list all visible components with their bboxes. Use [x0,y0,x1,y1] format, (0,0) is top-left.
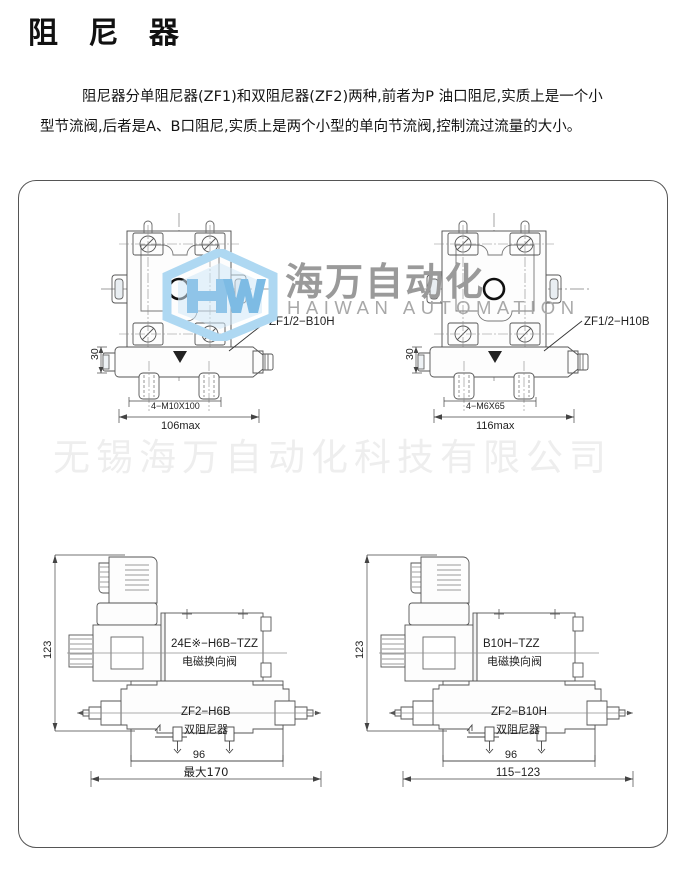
intro-line-2: 型节流阀,后者是A、B口阻尼,实质上是两个小型的单向节流阀,控制流过流量的大小。 [40,119,582,135]
dim-height-top-right: 30 [404,348,416,360]
valve-label-cn-bottom-left: 电磁换向阀 [182,654,237,668]
damper-label-bottom-right: ZF2−B10H [491,706,547,718]
part-label-top-right: ZF1/2−H10B [584,316,650,328]
damper-label-bottom-left: ZF2−H6B [181,706,231,718]
valve-label-bottom-right: B10H−TZZ [483,638,540,650]
watermark-company: 无锡海万自动化科技有限公司 [53,436,612,479]
dim-total-bottom-left: 最大170 [184,765,229,779]
dim-height-top-left: 30 [89,348,101,360]
dim-width-top-left: 106max [161,420,201,431]
intro-line-1: 阻尼器分单阻尼器(ZF1)和双阻尼器(ZF2)两种,前者为P 油口阻尼,实质上是… [82,89,603,105]
drawing-bottom-right: B10H−TZZ 电磁换向阀 ZF2−B10H 双阻尼器 123 96 115−… [351,541,667,791]
damper-label-cn-bottom-right: 双阻尼器 [496,723,540,736]
dim-width-top-right: 116max [476,420,515,431]
dim-inner-bottom-right: 96 [505,749,517,761]
dim-inner-bottom-left: 96 [193,749,205,761]
dim-thread-top-right: 4−M6X65 [466,401,505,411]
dim-total-bottom-right: 115−123 [496,767,540,779]
dim-thread-top-left: 4−M10X100 [151,401,200,411]
drawing-bottom-left: 123 24E※−H6B−TZZ 电磁换向阀 ZF2−H6B 双阻尼器 96 最… [39,541,359,791]
drawing-top-right: ZF1/2−H10B 30 4−M6X65 116max [404,211,667,431]
intro-paragraph: 阻尼器分单阻尼器(ZF1)和双阻尼器(ZF2)两种,前者为P 油口阻尼,实质上是… [40,82,652,142]
damper-label-cn-bottom-left: 双阻尼器 [184,723,228,736]
dim-height-bottom-left: 123 [42,641,54,659]
part-label-top-left: ZF1/2−B10H [269,316,335,328]
drawing-top-left: ZF1/2−B10H 30 4−M10X100 106max [89,211,379,431]
drawings-card: 无锡海万自动化科技有限公司 海万自动化 HAIWAN AUTOMATION [18,180,668,848]
valve-label-bottom-left: 24E※−H6B−TZZ [171,638,258,650]
page-title: 阻 尼 器 [28,16,189,51]
valve-label-cn-bottom-right: 电磁换向阀 [487,654,542,668]
dim-height-bottom-right: 123 [354,641,366,659]
